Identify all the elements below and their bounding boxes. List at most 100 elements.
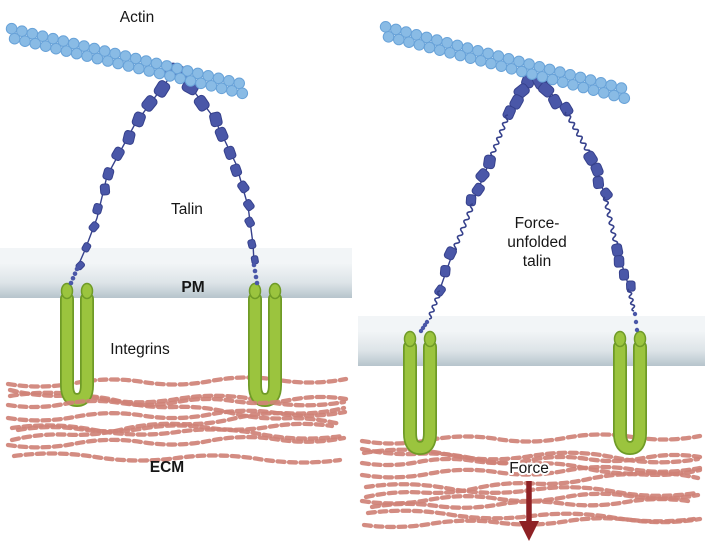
actin-monomer xyxy=(122,60,135,72)
actin-monomer xyxy=(505,63,518,75)
force-unfolded-talin-label-line2: unfolded xyxy=(507,234,566,251)
talin-bead xyxy=(102,167,115,181)
actin-monomer xyxy=(164,70,176,82)
talin-bead xyxy=(618,268,630,281)
unfolded-talin-coil xyxy=(487,114,509,164)
actin-monomer xyxy=(393,33,405,46)
actin-label: Actin xyxy=(120,9,154,26)
ecm-fiber xyxy=(359,452,703,468)
actin-monomer xyxy=(423,41,436,54)
actin-monomer xyxy=(50,42,62,55)
talin-bead xyxy=(247,238,257,250)
actin-monomer xyxy=(184,75,197,87)
pm-haze-right xyxy=(358,316,705,334)
ecm-fiber xyxy=(11,451,343,465)
ecm-fibers-front xyxy=(5,394,703,510)
talin-bead xyxy=(214,126,229,142)
actin-monomer xyxy=(112,57,124,70)
talin-bead xyxy=(613,255,625,268)
talin-bead xyxy=(153,80,171,98)
talin-bead xyxy=(193,94,210,112)
integrin-legs xyxy=(404,341,436,454)
actin-monomer xyxy=(546,73,559,86)
actin-monomer xyxy=(379,21,392,33)
ecm-fiber xyxy=(5,408,348,423)
actin-monomer xyxy=(19,35,31,48)
actin-monomer xyxy=(236,87,249,100)
unfolded-talin-coil xyxy=(450,203,474,256)
integrin-head-knob xyxy=(613,330,627,348)
unfolded-talin-right-beads-3 xyxy=(611,243,636,292)
talin-linker xyxy=(180,73,255,263)
actin-monomer xyxy=(567,79,579,91)
actin-monomer xyxy=(70,47,83,60)
actin-monomer xyxy=(29,37,42,50)
force-unfolded-talin-label-line1: Force- xyxy=(515,215,560,232)
actin-layer xyxy=(5,21,631,104)
talin-linker xyxy=(77,72,174,267)
unfolded-talin-left-beads-3 xyxy=(434,246,457,297)
integrin-head-knob xyxy=(403,330,417,348)
actin-monomer xyxy=(587,84,600,96)
actin-monomer xyxy=(8,32,21,45)
talin-bead xyxy=(443,246,457,261)
actin-monomer xyxy=(81,50,93,62)
talin-bead xyxy=(223,145,237,160)
ecm-fiber xyxy=(5,434,347,450)
integrin-legs xyxy=(249,293,281,406)
pm-haze-left xyxy=(0,248,352,266)
integrin-head-knob xyxy=(248,282,262,300)
talin-bead xyxy=(548,93,563,110)
talin-head-bead xyxy=(633,319,639,325)
talin-head-right xyxy=(251,262,260,286)
talin-bead xyxy=(611,243,624,257)
ecm-fiber xyxy=(5,375,349,389)
talin-head-bead xyxy=(632,311,638,317)
talin-bead xyxy=(559,101,574,117)
integrin-left-2 xyxy=(248,282,282,407)
actin-monomer xyxy=(143,65,155,77)
actin-monomer xyxy=(39,40,52,53)
actin-monomer xyxy=(60,45,73,57)
talin-head-bead xyxy=(634,327,640,333)
plasma-membrane-layer xyxy=(0,248,705,366)
integrins-label: Integrins xyxy=(110,341,170,358)
unfolded-talin-right-head xyxy=(632,311,640,333)
force-arrow xyxy=(519,481,539,541)
actin-monomer xyxy=(516,65,528,78)
force-label: Force xyxy=(509,460,549,477)
talin-label: Talin xyxy=(171,201,203,218)
actin-monomer xyxy=(608,89,620,102)
integrin-right-1 xyxy=(403,330,437,455)
talin-bead xyxy=(88,221,100,233)
integrin-head-knob xyxy=(423,330,437,348)
talin-bead xyxy=(590,162,604,177)
talin-bead xyxy=(229,163,243,177)
talin-bead xyxy=(237,180,250,194)
talin-bead xyxy=(243,199,255,212)
actin-monomer xyxy=(195,77,207,90)
actin-monomer xyxy=(434,44,446,57)
talin-bead xyxy=(92,202,103,215)
talin-bead xyxy=(592,176,605,190)
actin-monomer xyxy=(598,87,610,99)
talin-bead xyxy=(81,242,92,253)
talin-head-bead xyxy=(418,328,424,334)
talin-head-bead xyxy=(68,280,74,286)
talin-head-left xyxy=(68,266,80,286)
actin-monomer xyxy=(403,36,415,49)
talin-head-bead xyxy=(254,280,260,286)
ecm-fiber xyxy=(359,464,703,480)
talin-bead xyxy=(99,183,111,196)
actin-monomer xyxy=(526,68,538,80)
talin-bead xyxy=(209,111,223,128)
talin-bead xyxy=(600,187,613,201)
actin-monomer xyxy=(133,62,145,75)
actin-monomer xyxy=(413,39,426,51)
actin-monomer xyxy=(444,47,456,59)
labels-layer: Actin Talin PM Integrins ECM Force- unfo… xyxy=(110,9,566,479)
unfolded-talin-right-beads-2 xyxy=(583,150,613,201)
talin-bead xyxy=(111,146,125,161)
unfolded-talin-coil xyxy=(428,290,441,320)
